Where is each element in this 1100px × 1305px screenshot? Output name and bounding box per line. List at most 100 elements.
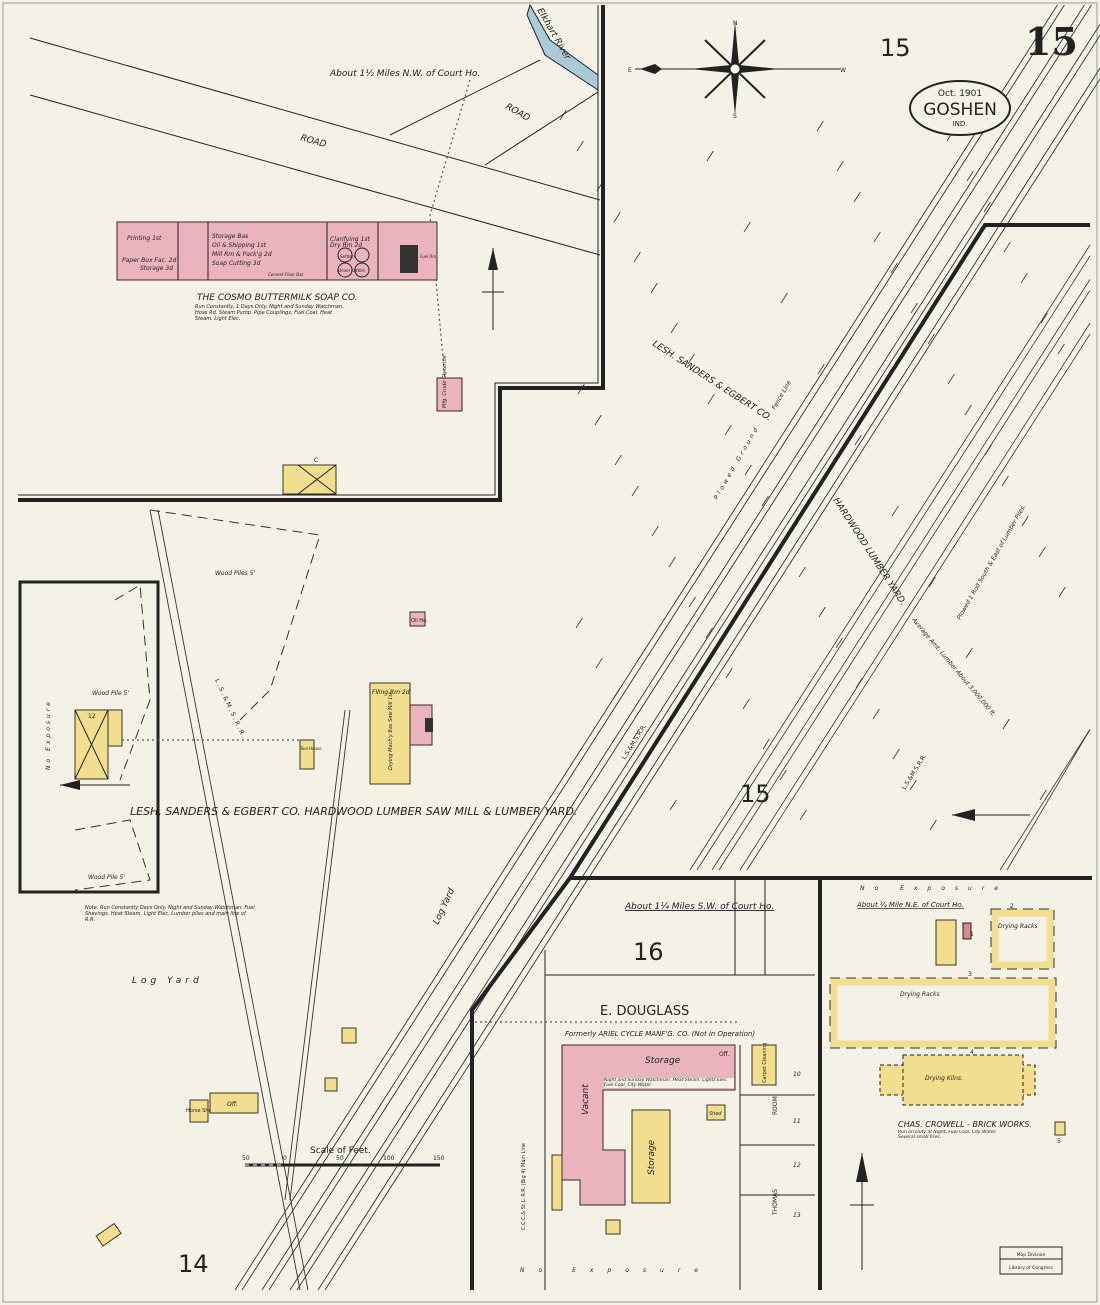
lumber-pile-mark: [762, 738, 770, 750]
lumber-pile-mark: [613, 211, 621, 223]
lumber-pile-mark: [1001, 475, 1009, 487]
room-label: Fuel Rm: [420, 254, 436, 259]
wood-pile-outline: [114, 584, 151, 781]
racks-label: Drying Racks: [998, 923, 1038, 930]
lumber-pile-mark: [1021, 515, 1029, 527]
room-label: Steam Kettles: [337, 268, 365, 273]
arrow-left-icon: [952, 809, 1030, 821]
storage-building: [631, 1109, 671, 1204]
room-label: Drying Mach'y Bas Saw Mill 1st: [388, 691, 394, 770]
railroad-track: [317, 67, 1100, 1291]
room-label: Dry Rm 2d: [330, 242, 362, 249]
building-number: 5: [1057, 1138, 1061, 1145]
arrow-left-icon: [60, 780, 130, 790]
lumber-pile-mark: [1038, 546, 1046, 558]
lumber-pile-mark: [947, 373, 955, 385]
railroad-track: [746, 333, 1091, 871]
lumber-pile-mark: [892, 748, 900, 760]
drying-racks: [830, 978, 1056, 1048]
lumber-amount-label: Average Amt. Lumber About 3,000,000 ft.: [910, 616, 997, 718]
building-letter: C: [314, 457, 318, 464]
lumber-pile-mark: [631, 485, 639, 497]
boiler: [400, 245, 418, 273]
lumber-pile-mark: [910, 302, 918, 314]
railroad-track: [289, 23, 1100, 1291]
glycerine-label: Mfg. Crude Glycerine: [442, 355, 448, 408]
railroad-label: L.S.&M.S.R.R.: [901, 753, 928, 791]
railroad-track: [739, 322, 1091, 871]
lumber-pile-mark: [687, 353, 695, 365]
room-label: Clarifying 1st: [330, 236, 370, 243]
lumber-pile-mark: [594, 414, 602, 426]
elkhart-river: [526, 3, 599, 91]
siding-track: [289, 709, 351, 1201]
lumber-pile-mark: [595, 657, 603, 669]
lumber-pile-mark: [743, 221, 751, 233]
lot-lines: [544, 880, 815, 1290]
no-exposure-label: No Exposure: [520, 1267, 712, 1274]
railroad-label: L.S.&M.S.R.R.: [621, 723, 648, 761]
railroad-track: [241, 4, 1065, 1291]
city-name: GOSHEN: [923, 100, 997, 120]
small-building: [341, 1027, 357, 1044]
lumber-pile-mark: [1002, 718, 1010, 730]
sheet-number: 15: [1025, 19, 1078, 64]
sawmill-title: LESH, SANDERS & EGBERT CO. HARDWOOD LUMB…: [130, 805, 577, 818]
building-number: 3: [968, 971, 972, 978]
road-edge: [29, 94, 601, 256]
oil-house-label: Oil Ho.: [411, 618, 428, 624]
railroad-label: C.C.C.& St.L. R.R. (Big 4) Main Line: [521, 1143, 527, 1230]
road-label: ROAD: [299, 133, 327, 150]
horse-shed-label: Horse Shed: [186, 1108, 215, 1114]
lumber-pile-mark: [964, 404, 972, 416]
oil-house: [409, 611, 426, 627]
lumber-pile-mark: [614, 454, 622, 466]
lumber-pile-mark: [965, 647, 973, 659]
lumber-pile-mark: [1020, 272, 1028, 284]
road-label: ROAD: [504, 102, 532, 124]
room-label: Storage: [645, 1056, 681, 1066]
block-boundary-north-inner: [18, 5, 599, 496]
cosmo-soap-note: Run Constantly, 1 Days Only. Night and S…: [195, 304, 344, 322]
lumber-pile-mark: [984, 444, 992, 456]
stamp-line: Map Division: [1017, 1252, 1046, 1258]
railroad-track: [711, 279, 1091, 871]
railroad-track: [718, 290, 1091, 871]
glycerine-building: [436, 377, 463, 412]
lumber-pile-mark: [1058, 586, 1066, 598]
lumber-pile-mark: [872, 708, 880, 720]
rail-spur: [429, 79, 471, 381]
no-exposure-label: No Exposure: [45, 699, 52, 770]
railroad-track: [696, 255, 1091, 871]
location-label: About 1¼ Miles S.W. of Court Ho.: [624, 902, 774, 912]
lumber-pile-mark: [651, 525, 659, 537]
building-number: 1: [970, 931, 974, 938]
map-date: Oct. 1901: [938, 89, 982, 99]
railroad-track: [324, 78, 1100, 1291]
room-label: Paper Box Fac. 2d: [122, 257, 176, 264]
compass-n: N: [733, 20, 738, 27]
scale-tick: 0: [283, 1155, 287, 1162]
lumber-pile-mark: [855, 677, 863, 689]
lumber-pile-mark: [725, 667, 733, 679]
stamp-line: Library of Congress: [1009, 1265, 1053, 1271]
lumber-piles: [559, 109, 1066, 831]
wood-pile-label: Wood Pile 5': [88, 874, 125, 881]
room-label: Printing 1st: [127, 235, 162, 242]
state-name: IND.: [953, 120, 968, 128]
road-edge: [29, 37, 601, 201]
small-sheds: [551, 1154, 563, 1211]
room-label: Storage: [647, 1139, 657, 1175]
room-label: Vacant: [581, 1084, 591, 1115]
carpet-cleaning-building: [751, 1044, 777, 1086]
lumber-pile-mark: [816, 120, 824, 132]
lumber-pile-mark: [706, 150, 714, 162]
lumber-pile-mark: [929, 819, 937, 831]
lumber-pile-mark: [633, 251, 641, 263]
wood-pile-outline: [149, 509, 321, 721]
compass-w: W: [840, 67, 846, 74]
racks-label: Drying Racks: [900, 991, 940, 998]
lumber-pile-mark: [835, 637, 843, 649]
lumber-pile-mark: [668, 556, 676, 568]
